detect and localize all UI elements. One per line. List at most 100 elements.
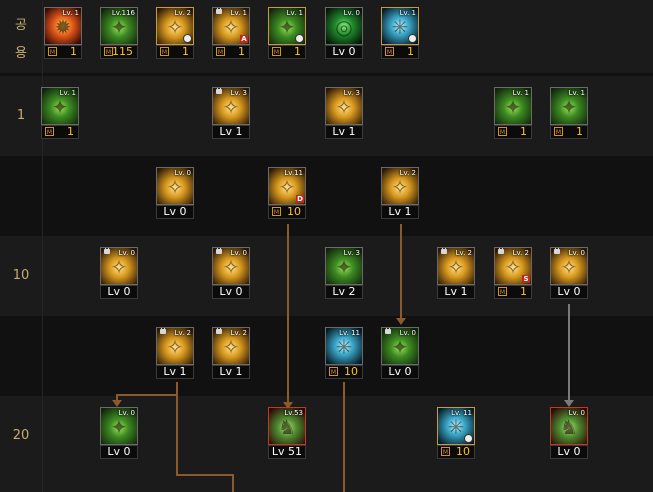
gold-crack-icon[interactable]: ✧Lv. 0 [100,247,138,285]
target-icon[interactable]: ◎Lv. 0 [325,7,363,45]
gold-cross-icon[interactable]: ✧Lv. 0 [156,167,194,205]
blue-wings-icon[interactable]: ✳Lv. 1 [381,7,419,45]
skill-level-value: Lv 0 [557,445,581,458]
mastery-icon: M [272,47,281,56]
icon-glyph: ✦ [560,95,578,119]
green-titan-icon[interactable]: ♞Lv.53 [268,407,306,445]
gold-flex-icon[interactable]: ✧Lv. 2 [437,247,475,285]
green-body-icon[interactable]: ✦Lv. 1 [494,87,532,125]
lock-icon [216,88,222,94]
gold-spark-icon[interactable]: ✧Lv. 3 [325,87,363,125]
icon-glyph: ✦ [110,415,128,439]
blue-star-icon[interactable]: ✳Lv. 11 [437,407,475,445]
skill-max-level: Lv. 0 [230,249,247,257]
skill-level-value: 1 [520,125,527,138]
icon-glyph: ✧ [222,15,240,39]
icon-glyph: ✧ [166,15,184,39]
skill-max-level: Lv. 1 [568,89,585,97]
green-shockwave-icon[interactable]: ✦Lv. 0 [381,327,419,365]
prereq-line [568,304,570,402]
green-torso-icon[interactable]: ✦Lv. 3 [325,247,363,285]
gold-fist-icon[interactable]: ✧Lv. 2 [156,7,194,45]
lock-icon [216,8,222,14]
green-star-icon[interactable]: ✦Lv. 1 [550,87,588,125]
cooldown-clock-icon [295,34,304,43]
skill-level: Lv 0 [381,365,419,379]
green-slash-icon[interactable]: ✦Lv.116 [100,7,138,45]
skill-level: Lv 1 [437,285,475,299]
skill-level: Lv 0 [325,45,363,59]
icon-glyph: ✦ [504,95,522,119]
fire-burst-icon[interactable]: ✹Lv. 1 [44,7,82,45]
prereq-line [400,224,402,320]
skill-level-value: Lv 1 [219,125,243,138]
skill-level-value: Lv 2 [332,285,356,298]
skill-level-value: Lv 1 [163,365,187,378]
skill-slot[interactable]: ✦Lv. 1 M 1 [550,87,588,139]
skill-max-level: Lv. 0 [174,169,191,177]
mastery-icon: M [48,47,57,56]
row-label-level-10: 10 [12,268,30,283]
skill-slot[interactable]: ✦Lv. 1 M 1 [268,7,306,59]
mastery-icon: M [554,127,563,136]
skill-level-value: 1 [576,125,583,138]
gold-roar-icon[interactable]: ✧Lv. 3 [212,87,250,125]
skill-slot[interactable]: ✳Lv. 11 M 10 [325,327,363,379]
gold-vortex-icon[interactable]: ✧Lv. 2 [212,327,250,365]
green-wind-icon[interactable]: ✦Lv. 0 [100,407,138,445]
green-beast-icon[interactable]: ♞Lv. 0 [550,407,588,445]
mastery-icon: M [498,127,507,136]
green-gauntlet-icon[interactable]: ✦Lv. 1 [41,87,79,125]
skill-max-level: Lv. 1 [399,9,416,17]
blue-ground-icon[interactable]: ✳Lv. 11 [325,327,363,365]
mastery-icon: M [329,367,338,376]
skill-level-value: 10 [344,365,358,378]
gold-wave-icon[interactable]: ✧Lv. 0 [212,247,250,285]
gold-down-arrow-icon[interactable]: ✧Lv. 2 [381,167,419,205]
skill-type-badge: A [240,35,248,43]
skill-max-level: Lv. 0 [568,249,585,257]
skill-slot[interactable]: ✦Lv. 1 M 1 [494,87,532,139]
skill-level: Lv 0 [156,205,194,219]
green-dash-icon[interactable]: ✦Lv. 1 [268,7,306,45]
skill-max-level: Lv. 0 [568,409,585,417]
skill-max-level: Lv. 1 [512,89,529,97]
mastery-icon: M [216,47,225,56]
skill-level-value: 1 [294,45,301,58]
gold-kick-icon[interactable]: ✧Lv. 0 [550,247,588,285]
gold-fireball-icon[interactable]: ✧Lv. 2 [156,327,194,365]
skill-max-level: Lv. 11 [339,329,360,337]
icon-glyph: ✧ [110,255,128,279]
